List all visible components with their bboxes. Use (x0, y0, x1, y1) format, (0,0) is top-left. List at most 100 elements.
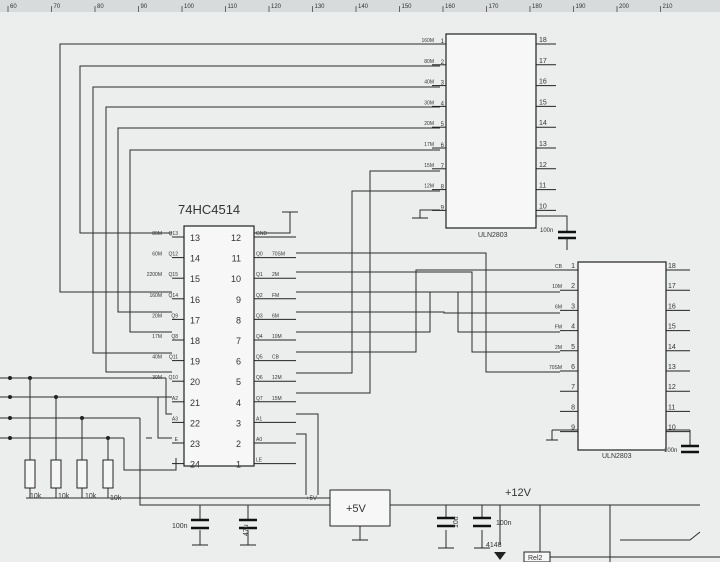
ruler-tick-label: 180 (532, 4, 543, 10)
junction-1 (28, 376, 32, 380)
ic-74hc4514[interactable]: 74HC4514 13Q1380M14Q1260M15Q152200M16Q14… (147, 202, 296, 470)
ic1-pin-number: 17 (190, 315, 200, 325)
ic1-pin-number: 8 (236, 315, 241, 325)
ic2-pin-number: 16 (539, 79, 547, 86)
ic2-pin-number: 1 (441, 39, 445, 45)
ruler-tick-label: 60 (10, 4, 17, 10)
ic1-pin-signal: 2200M (147, 272, 162, 278)
ic2-pin-signal: 80M (424, 59, 434, 65)
ic2-pin-signal: 12M (424, 184, 434, 190)
ic1-pin-number: 16 (190, 295, 200, 305)
ic1-pin-port: GND (256, 231, 268, 237)
ic2-pin-number: 13 (539, 141, 547, 148)
ic2-label: ULN2803 (478, 232, 508, 239)
ic3-pin-number: 5 (571, 344, 575, 351)
ruler-tick-label: 170 (489, 4, 500, 10)
ic1-pin-number: 11 (232, 254, 241, 264)
ic3-pin-number: 4 (571, 324, 575, 331)
rail-12v-label: +12V (505, 487, 532, 499)
ic1-body[interactable] (183, 225, 255, 467)
ic1-pin-number: 4 (236, 398, 241, 408)
ic2-pin-number: 9 (441, 205, 445, 211)
cap-mid-label: 47u (243, 524, 250, 536)
ic2-pin-signal: 30M (424, 100, 434, 106)
input-node-4 (8, 436, 12, 440)
ic2-pin-signal: 160M (421, 38, 434, 44)
ic2-cap-label: 100n (540, 228, 553, 234)
cap-10u (437, 516, 455, 528)
ic2-pin-number: 14 (539, 120, 547, 127)
rail-5v-label: +5V (306, 496, 317, 502)
junction-4 (106, 436, 110, 440)
ic-uln2803-top[interactable]: ULN2803 100n 1160M280M340M430M520M617M71… (421, 33, 556, 239)
ic1-pin-port: Q3 (256, 313, 263, 319)
ic1-pin-number: 3 (236, 418, 241, 428)
ic2-body[interactable] (445, 33, 537, 229)
resistor-2 (50, 459, 62, 489)
ic1-pin-number: 5 (236, 377, 241, 387)
ic3-pin-number: 6 (571, 364, 575, 371)
diode-symbol (494, 552, 506, 560)
cap-right1-label: 10u (453, 516, 460, 528)
ruler-tick-label: 200 (619, 4, 630, 10)
ic2-pin-number: 18 (539, 37, 547, 44)
ic3-pin-number: 16 (668, 303, 676, 310)
ic1-pin-signal: FM (272, 293, 279, 299)
ic1-pin-port: E (175, 437, 179, 443)
ic2-pin-number: 11 (539, 183, 546, 190)
ic2-pin-number: 6 (441, 143, 445, 149)
ic2-pin-number: 4 (441, 101, 445, 107)
wires (0, 43, 701, 562)
ic1-pin-signal: 10M (272, 334, 282, 340)
ic1-pin-number: 1 (236, 460, 241, 470)
ic2-pin-signal: 15M (424, 163, 434, 169)
ic1-pin-signal: 80M (152, 231, 162, 237)
ic3-pin-number: 7 (571, 384, 575, 391)
regulator-label: +5V (346, 503, 367, 515)
ic1-pin-signal: 2M (272, 272, 279, 278)
ic1-pin-number: 23 (190, 439, 200, 449)
ic3-pin-number: 2 (571, 283, 575, 290)
ic1-pin-port: Q9 (171, 313, 178, 319)
power-section: +5V +5V +12V 100n 47u 10u 100n 4148 Rel2 (172, 217, 720, 562)
ic3-body[interactable] (577, 261, 667, 451)
ic1-pin-port: Q6 (256, 375, 263, 381)
ic1-pin-number: 10 (231, 274, 241, 284)
ic1-pin-number: 7 (236, 336, 241, 346)
ic1-pin-port: Q5 (256, 355, 263, 361)
ic1-pin-signal: 60M (152, 252, 162, 258)
ic2-pin-number: 5 (441, 122, 445, 128)
ic1-pin-signal: 6M (272, 313, 279, 319)
ic1-title: 74HC4514 (178, 202, 240, 217)
ic3-pin-signal: 70SM (549, 365, 562, 371)
ic1-pin-signal: 160M (149, 293, 162, 299)
ic3-pin-signal: 2M (555, 345, 562, 351)
cap-left-label: 100n (172, 523, 188, 530)
ic2-pin-number: 15 (539, 99, 547, 106)
ic1-pin-port: Q7 (256, 396, 263, 402)
cap-ic2 (558, 230, 576, 250)
ic1-pin-port: A3 (172, 416, 178, 422)
ic1-pin-number: 9 (236, 295, 241, 305)
ic2-pin-number: 7 (441, 164, 445, 170)
cap-ic3 (681, 444, 699, 454)
ic1-pin-signal: 30M (152, 375, 162, 381)
junction-3 (80, 416, 84, 420)
ic1-pin-number: 15 (190, 274, 200, 284)
cap-right2-label: 100n (496, 520, 512, 527)
resistor-2-label: 10k (58, 493, 70, 500)
ic2-pin-number: 12 (539, 162, 547, 169)
ic3-pin-number: 17 (668, 283, 676, 290)
ic3-pin-number: 10 (668, 425, 676, 432)
ic1-pin-number: 22 (190, 418, 200, 428)
ic2-pin-number: 2 (441, 60, 445, 66)
resistor-1-label: 10k (30, 493, 42, 500)
ic2-pin-number: 17 (539, 58, 547, 65)
ic3-pin-number: 3 (571, 303, 575, 310)
regulator-box[interactable] (329, 489, 391, 527)
ic1-pin-port: Q1 (256, 272, 263, 278)
ic3-pin-signal: CB (555, 264, 563, 270)
